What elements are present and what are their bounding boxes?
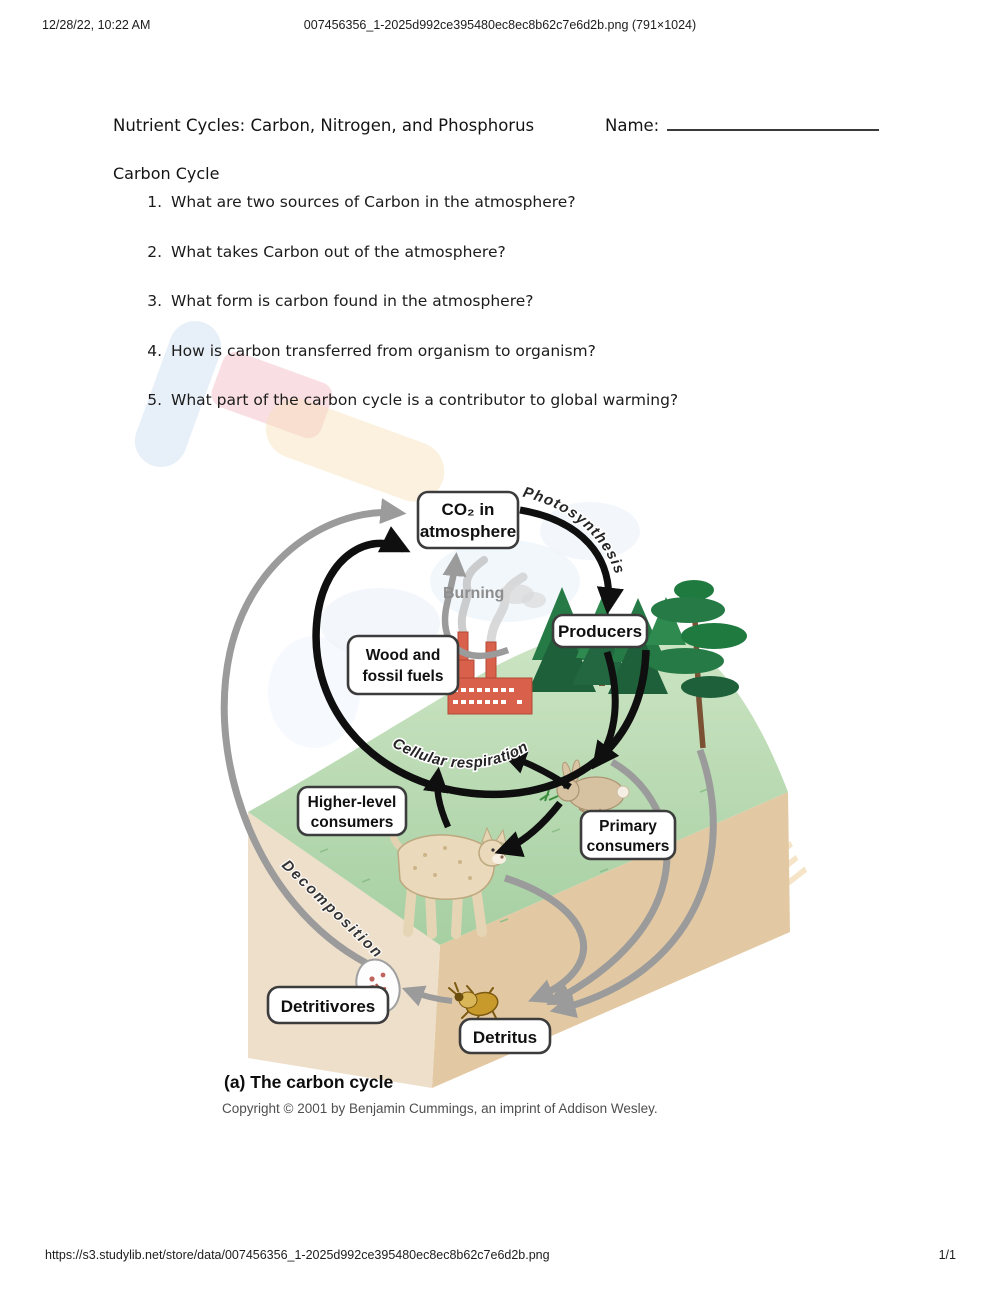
burning-arrow [441, 552, 510, 659]
name-blank-line [667, 116, 880, 131]
question-1: 1. What are two sources of Carbon in the … [138, 193, 576, 211]
bobcat-spots [413, 846, 472, 880]
question-2: 2. What takes Carbon out of the atmospher… [138, 243, 506, 261]
name-label: Name: [605, 116, 660, 135]
question-4: 4. How is carbon transferred from organis… [138, 342, 596, 360]
primary-respiration-arrow [501, 749, 572, 790]
name-field: Name: [605, 116, 880, 135]
section-heading: Carbon Cycle [113, 164, 220, 183]
label-text: fossil fuels [363, 668, 444, 685]
factory [447, 556, 546, 715]
smoke-plume [457, 556, 488, 636]
question-text: What form is carbon found in the atmosph… [171, 292, 534, 310]
detritus-beetle [448, 982, 499, 1023]
label-text: Detritivores [281, 997, 375, 1016]
label-text: Higher-level [308, 794, 397, 811]
header-filename: 007456356_1-2025d992ce395480ec8ec8b62c7e… [303, 18, 697, 32]
header-datetime: 12/28/22, 10:22 AM [42, 18, 151, 32]
grass-sprig [539, 789, 559, 802]
question-3: 3. What form is carbon found in the atmos… [138, 292, 534, 310]
question-text: What takes Carbon out of the atmosphere? [171, 243, 506, 261]
label-higher-level-consumers: Higher-level consumers [296, 785, 408, 837]
label-text: atmosphere [420, 522, 516, 541]
label-co2-atmosphere: CO₂ in atmosphere [416, 490, 520, 550]
question-text: What part of the carbon cycle is a contr… [171, 391, 679, 409]
footer-url: https://s3.studylib.net/store/data/00745… [45, 1248, 550, 1262]
label-text: Primary [599, 818, 657, 835]
pine-tree [646, 580, 747, 749]
label-text: Detritus [473, 1028, 537, 1047]
primary-to-higher-arrow [494, 800, 563, 858]
primary-to-detritus-arrow [546, 758, 671, 1006]
footer-page-indicator: 1/1 [938, 1248, 956, 1262]
copyright-line: Copyright © 2001 by Benjamin Cummings, a… [222, 1101, 658, 1116]
label-text: CO₂ in [442, 500, 495, 519]
decomposition-arrow [220, 498, 407, 967]
tree-to-detritus-arrow [549, 748, 717, 1018]
photosynthesis-arrow [519, 506, 624, 615]
label-text: consumers [587, 838, 670, 855]
label-text: consumers [311, 814, 394, 831]
black-arrows [312, 506, 650, 858]
carbon-cycle-diagram: Photosynthesis Cellular respiration Burn… [220, 482, 790, 1116]
bobcat [389, 825, 507, 939]
label-wood-fossil-fuels: Wood and fossil fuels [346, 634, 460, 696]
label-text: Wood and [366, 647, 441, 664]
question-number: 2. [147, 243, 162, 261]
producers-to-primary-arrow [591, 650, 620, 770]
question-number: 3. [147, 292, 162, 310]
question-text: How is carbon transferred from organism … [171, 342, 596, 360]
label-detritus: Detritus [458, 1017, 552, 1055]
question-number: 1. [147, 193, 162, 211]
label-producers: Producers [551, 613, 649, 649]
detritus-to-detritivores-arrow [401, 985, 453, 1007]
question-text: What are two sources of Carbon in the at… [171, 193, 576, 211]
question-5: 5. What part of the carbon cycle is a con… [138, 391, 678, 409]
question-number: 5. [147, 391, 162, 409]
label-detritivores: Detritivores [266, 985, 390, 1025]
figure-caption: (a) The carbon cycle [224, 1072, 393, 1092]
higher-respiration-arrow [423, 766, 451, 829]
gray-arrows [220, 498, 717, 1018]
label-text: Producers [558, 622, 642, 641]
question-number: 4. [147, 342, 162, 360]
burning-label: Burning [443, 585, 504, 602]
watermark-blue-blob [540, 502, 640, 560]
label-primary-consumers: Primary consumers [579, 809, 677, 861]
worksheet-title: Nutrient Cycles: Carbon, Nitrogen, and P… [113, 116, 535, 135]
